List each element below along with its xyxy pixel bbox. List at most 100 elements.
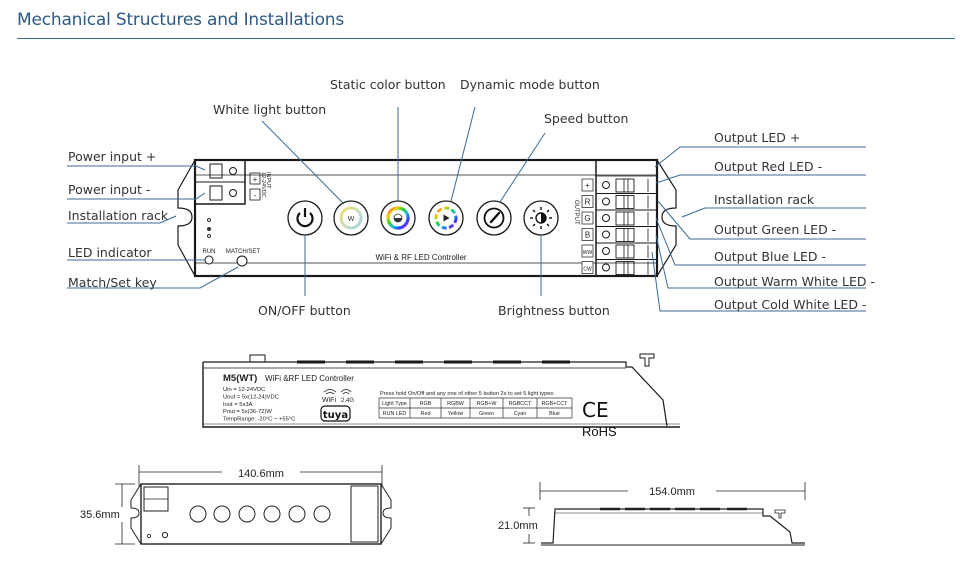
callout-white-light-button: White light button (213, 102, 326, 117)
dimension-length: 154.0mm (649, 486, 695, 498)
terminal-screw (602, 263, 610, 272)
output-terminal-label-box (581, 211, 594, 225)
terminal-clamp (615, 261, 635, 275)
table-header-cell: RGBCCT (509, 401, 532, 407)
speedometer-icon (483, 207, 505, 229)
output-terminal-label: WW (583, 250, 593, 256)
terminal-clamp (615, 211, 635, 226)
ce-mark: CE (582, 398, 609, 422)
spec-line: Pout = 5x(36-72)W (223, 409, 272, 415)
device-side-label-view (202, 353, 680, 428)
onoff-button[interactable] (287, 200, 323, 236)
table-cell: Blue (549, 411, 560, 417)
output-terminal-label-box (581, 195, 594, 208)
model-description: WiFi &RF LED Controller (265, 374, 354, 383)
dynamic-mode-button[interactable] (428, 200, 464, 236)
terminal-clamp (615, 178, 635, 193)
callout-right-4: Output Blue LED - (714, 249, 826, 264)
tuya-logo: tuya (323, 410, 348, 421)
brightness-icon (530, 207, 552, 229)
terminal-clamp (615, 244, 635, 259)
color-wheel-icon (386, 206, 410, 230)
play-icon (443, 214, 450, 222)
callout-left-1: Power input - (68, 182, 150, 197)
device-top-view (177, 158, 677, 278)
callout-right-6: Output Cold White LED - (714, 297, 866, 312)
terminal-screw (602, 247, 610, 255)
callout-onoff-button: ON/OFF button (258, 303, 351, 318)
callout-speed-button: Speed button (544, 111, 628, 126)
spec-line: TempRange: -20°C ~ +55°C (223, 417, 295, 423)
dimension-height: 35.6mm (80, 509, 120, 521)
static-color-button[interactable] (380, 200, 416, 236)
output-terminal-blocks (596, 178, 657, 277)
output-terminal-label: R (585, 198, 591, 207)
callout-right-2: Installation rack (714, 192, 815, 207)
input-plus-label: + (253, 175, 258, 184)
table-header-cell: RGBW (447, 401, 465, 407)
output-terminal-label-box (581, 244, 594, 258)
dimension-width: 140.6mm (238, 468, 284, 480)
model-name: M5(WT) (223, 373, 257, 384)
instruction-text: Press hold On/Off and any one of other 5… (380, 391, 555, 397)
table-header-cell: RGB+W (477, 401, 498, 407)
callout-brightness-button: Brightness button (498, 303, 610, 318)
callout-right-0: Output LED + (714, 130, 800, 145)
table-cell: Green (479, 411, 494, 417)
brightness-button[interactable] (523, 200, 559, 236)
input-minus-label: - (254, 191, 257, 200)
table-cell: RUN LED (383, 411, 407, 417)
run-label: RUN (203, 249, 216, 255)
table-header-cell: RGB (420, 401, 432, 407)
rohs-mark: RoHS (582, 424, 617, 439)
table-header-cell: Light Type (382, 401, 407, 407)
match-set-key[interactable] (236, 255, 248, 267)
table-cell: Yellow (448, 411, 463, 417)
callout-right-3: Output Green LED - (714, 222, 836, 237)
white-light-button[interactable]: W (333, 200, 369, 236)
output-terminal-label-box (581, 261, 594, 274)
output-terminal-label-box (581, 228, 594, 241)
callout-static-color-button: Static color button (330, 77, 446, 92)
white-light-glyph: W (348, 216, 355, 223)
dimension-top-view (115, 465, 392, 545)
product-caption: WiFi & RF LED Controller (375, 253, 466, 262)
output-label: OUTPUT (573, 200, 579, 225)
leader-lines (67, 106, 866, 312)
output-terminal-label: B (585, 231, 590, 240)
output-terminal-label: + (585, 181, 590, 190)
callout-right-1: Output Red LED - (714, 159, 822, 174)
speed-button[interactable] (476, 200, 512, 236)
callout-dynamic-mode-button: Dynamic mode button (460, 77, 600, 92)
title-rule (17, 38, 955, 39)
dimension-side-height: 21.0mm (498, 520, 538, 532)
dimension-side-view (523, 482, 806, 546)
terminal-screw (602, 197, 610, 206)
table-cell: Red (421, 411, 431, 417)
callout-left-2: Installation rack (68, 208, 169, 223)
spec-line: Uout = 5x(12-24)VDC (223, 394, 279, 400)
callout-left-3: LED indicator (68, 245, 152, 260)
callout-left-0: Power input + (68, 149, 156, 164)
output-terminal-label: CW (583, 267, 592, 273)
run-led-indicator (204, 255, 214, 265)
match-set-label: MATCH/SET (226, 249, 261, 255)
terminal-screw (602, 181, 610, 189)
spec-line: Uin = 12-24VDC (223, 387, 265, 393)
table-cell: Cyan (514, 411, 527, 417)
terminal-clamp (615, 228, 635, 242)
output-terminal-label-box (581, 178, 594, 192)
terminal-screw (602, 214, 610, 222)
white-light-ring-icon (339, 206, 363, 230)
table-header-cell: RGB+CCT (542, 401, 569, 407)
input-label: INPUT (265, 172, 271, 189)
tuya-logo-box (320, 405, 351, 422)
wifi-icon (323, 389, 352, 395)
half-circle-icon (394, 218, 402, 222)
terminal-screw (602, 230, 610, 239)
callout-left-4: Match/Set key (68, 275, 157, 290)
terminal-clamp (615, 195, 635, 209)
input-voltage-label: 12-24VDC (260, 172, 266, 198)
